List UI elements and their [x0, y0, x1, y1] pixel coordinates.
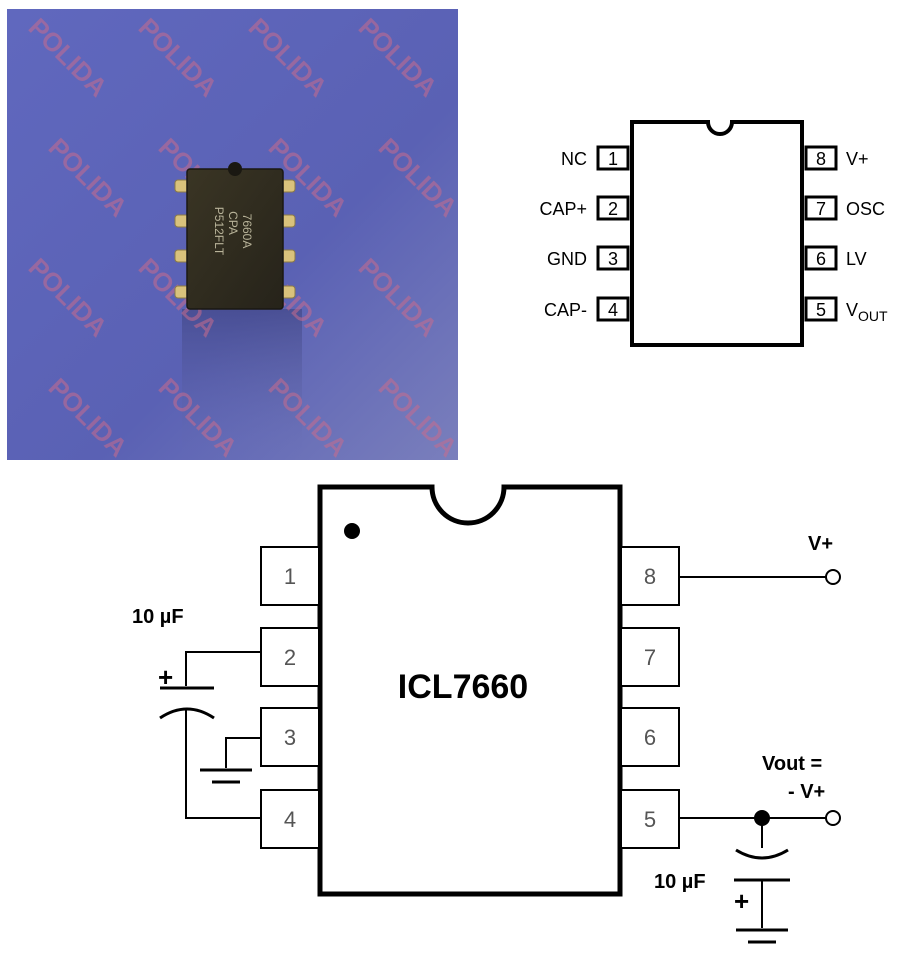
vplus-terminal — [825, 569, 841, 585]
chip-photo-notch — [228, 162, 242, 176]
circuit-pin-number: 4 — [284, 807, 296, 832]
circuit-pin-number: 8 — [644, 564, 656, 589]
pinout-pin-label: V+ — [846, 149, 869, 169]
vplus-label: V+ — [808, 533, 833, 555]
pinout-pin-number: 6 — [816, 249, 826, 269]
pinout-pin-number: 4 — [608, 300, 618, 320]
vout-junction-dot — [754, 810, 770, 826]
pin1-indicator-dot — [344, 523, 360, 539]
cap-left-plate-curved — [159, 707, 215, 720]
wire-pin2-cap — [185, 651, 261, 686]
pinout-pin-number: 7 — [816, 199, 826, 219]
chip-marking-line3: P512FLT — [212, 207, 226, 256]
circuit-pin-number: 1 — [284, 564, 296, 589]
pinout-pin-box — [804, 145, 838, 171]
pinout-pin-number: 8 — [816, 149, 826, 169]
cap-bottom-plus: + — [734, 886, 749, 916]
pinout-pin-label: LV — [846, 249, 867, 269]
circuit-ic-body — [317, 484, 623, 897]
application-circuit: ICL7660 1 2 3 4 8 7 6 5 — [132, 484, 841, 944]
wire-cap-pin4 — [185, 710, 261, 819]
vout-main: V — [846, 300, 858, 320]
pinout-ic-body — [630, 120, 804, 347]
pinout-pin-number: 1 — [608, 149, 618, 169]
circuit-pin-box — [620, 546, 680, 606]
chip-shadow — [182, 309, 302, 460]
pinout-pin-number: 3 — [608, 249, 618, 269]
cap-top-plus: + — [158, 662, 173, 692]
pinout-pin-box — [596, 195, 630, 221]
pinout-pin-label: CAP+ — [539, 199, 587, 219]
wire-pin3-ground — [225, 737, 261, 768]
circuit-chip-name: ICL7660 — [398, 668, 528, 706]
vout-subscript: OUT — [858, 308, 888, 324]
circuit-pin-number: 7 — [644, 645, 656, 670]
pinout-pin-label: VOUT — [846, 300, 888, 324]
circuit-pin-box — [260, 627, 320, 687]
circuit-pin-box — [260, 789, 320, 849]
circuit-pin-number: 6 — [644, 725, 656, 750]
circuit-pin-number: 3 — [284, 725, 296, 750]
chip-marking-line1: 7660A — [240, 214, 254, 249]
pinout-pin-number: 5 — [816, 300, 826, 320]
pinout-pin-box — [804, 245, 838, 271]
circuit-pin-box — [620, 707, 680, 767]
pinout-pin-label: NC — [561, 149, 587, 169]
chip-marking-line2: CPA — [226, 211, 240, 235]
cap-bottom-plate-curved — [735, 848, 789, 860]
pinout-pin-label: OSC — [846, 199, 885, 219]
cap-bottom-label: 10 µF — [654, 871, 706, 893]
pinout-pin-label: CAP- — [544, 300, 587, 320]
pinout-pin-box — [596, 296, 630, 322]
vout-label-line2: - V+ — [788, 781, 825, 803]
circuit-pin-box — [260, 707, 320, 767]
pinout-pin-box — [596, 245, 630, 271]
chip-photo-body — [186, 168, 284, 310]
pinout-pin-box — [804, 195, 838, 221]
circuit-pin-number: 5 — [644, 807, 656, 832]
pinout-pin-box — [596, 145, 630, 171]
vout-terminal — [825, 810, 841, 826]
circuit-pin-box — [260, 546, 320, 606]
circuit-pin-box — [620, 627, 680, 687]
circuit-pin-number: 2 — [284, 645, 296, 670]
pinout-pin-label: GND — [547, 249, 587, 269]
vout-label-line1: Vout = — [762, 753, 822, 775]
pinout-diagram: 1 NC 2 CAP+ 3 GND 4 CAP- 8 V+ 7 OSC 6 LV… — [539, 120, 888, 347]
pinout-pin-number: 2 — [608, 199, 618, 219]
cap-top-label: 10 µF — [132, 606, 184, 628]
pinout-pin-box — [804, 296, 838, 322]
